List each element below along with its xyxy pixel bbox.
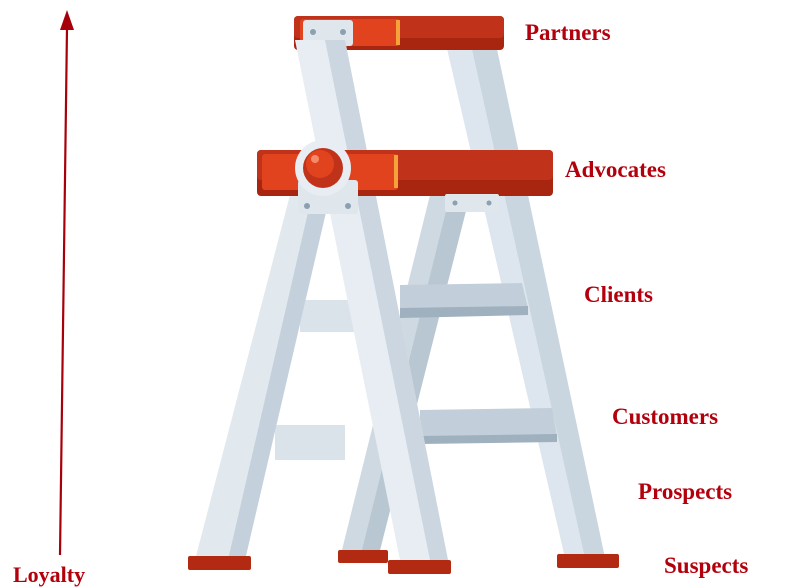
ladder-feet [188,550,619,574]
hinge-knob [295,140,358,214]
loyalty-axis-label: Loyalty [13,562,86,587]
level-label-partners: Partners [525,20,611,45]
level-label-customers: Customers [612,404,719,429]
level-label-prospects: Prospects [638,479,733,504]
level-label-clients: Clients [584,282,653,307]
arrow-up-icon [58,10,74,556]
level-label-suspects: Suspects [664,553,749,578]
level-label-advocates: Advocates [565,157,666,182]
top-platform [294,16,504,50]
ladder-steps [275,283,557,460]
